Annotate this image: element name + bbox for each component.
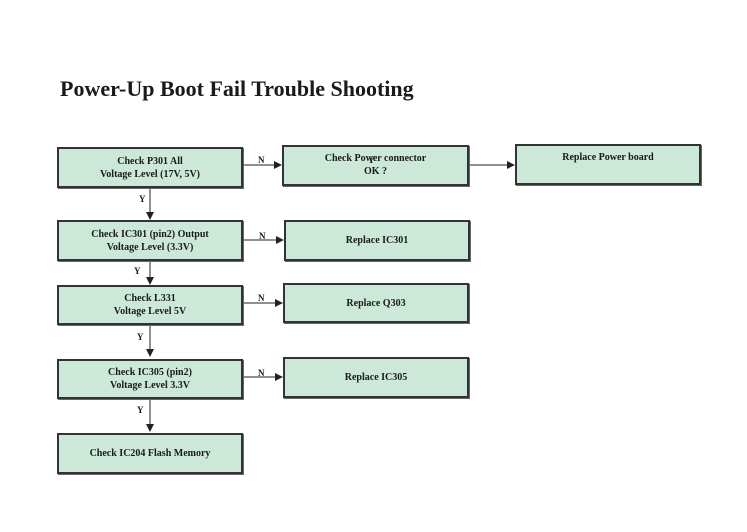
node-replace-ic305: Replace IC305	[283, 357, 469, 398]
page-title: Power-Up Boot Fail Trouble Shooting	[60, 76, 414, 101]
edge-label-no: N	[258, 368, 265, 378]
node-check-ic301: Check IC301 (pin2) Output Voltage Level …	[57, 220, 243, 261]
node-replace-q303: Replace Q303	[283, 283, 469, 323]
edge-label-yes: Y	[137, 332, 144, 342]
node-check-ic305: Check IC305 (pin2) Voltage Level 3.3V	[57, 359, 243, 399]
edge-label-yes: Y	[137, 405, 144, 415]
node-check-power-connector: Check Power connector OK ?	[282, 145, 469, 186]
node-check-ic204: Check IC204 Flash Memory	[57, 433, 243, 474]
edge-label-no: N	[258, 155, 265, 165]
overlap-label-yes: Y	[368, 155, 375, 165]
node-check-l331: Check L331 Voltage Level 5V	[57, 285, 243, 325]
edge-label-yes: Y	[139, 194, 146, 204]
node-replace-power-board: Replace Power board	[515, 144, 701, 185]
node-check-p301: Check P301 All Voltage Level (17V, 5V)	[57, 147, 243, 188]
edge-label-yes: Y	[134, 266, 141, 276]
edge-label-no: N	[258, 293, 265, 303]
node-replace-ic301: Replace IC301	[284, 220, 470, 261]
edge-label-no: N	[259, 231, 266, 241]
